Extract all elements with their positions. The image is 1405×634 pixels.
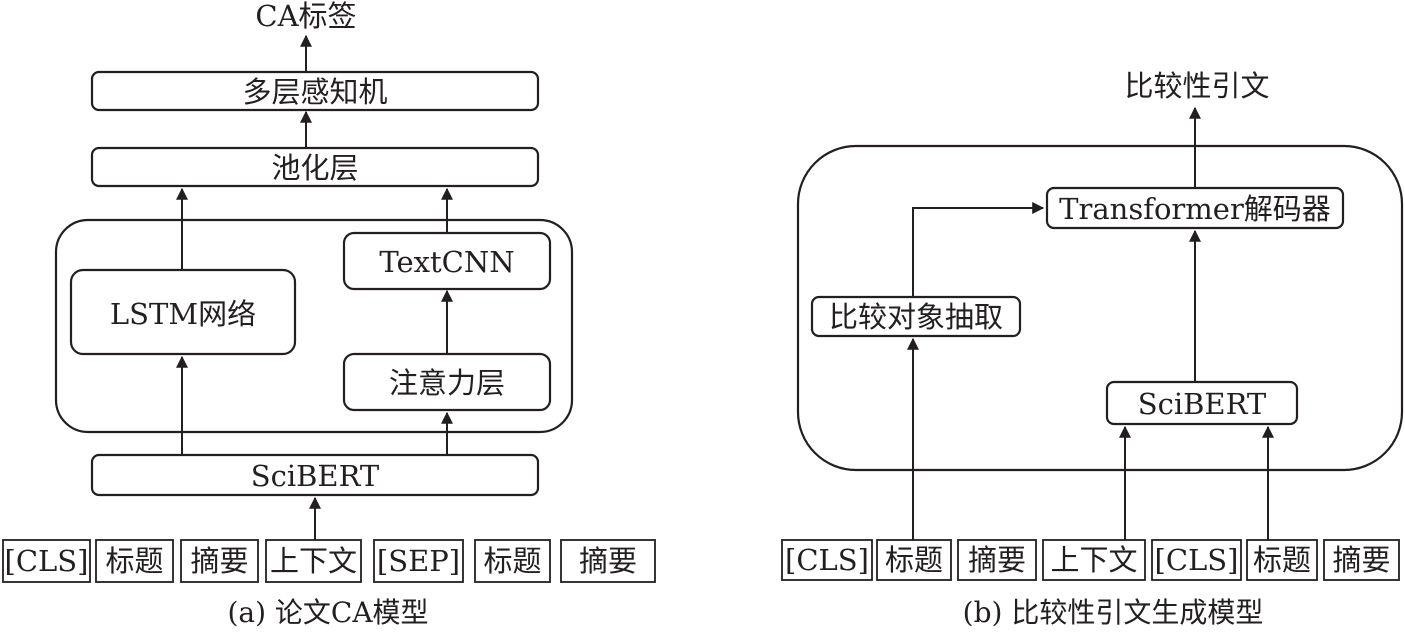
scibert-label-b: SciBERT [1138,387,1267,421]
token-box [2,539,91,583]
token-label: 摘要 [579,544,637,578]
token-box [373,539,464,583]
token-row-b: [CLS] 标题 摘要 上下文 [CLS] 标题 摘要 [781,539,1400,581]
token-box [560,539,656,583]
token-box [876,539,952,581]
token-label: 上下文 [270,544,357,578]
ca-label-output: CA标签 [255,0,356,33]
panel-b: 比较性引文 Transformer解码器 比较对象抽取 SciBERT [CLS… [781,69,1404,629]
lstm-box [69,268,297,356]
decoder-label: Transformer解码器 [1059,192,1331,226]
panel-a: CA标签 多层感知机 池化层 LSTM网络 TextCNN 注意力层 SciBE… [2,0,656,629]
encoder-frame [54,218,574,434]
token-label: 标题 [105,544,163,578]
lstm-label: LSTM网络 [110,297,256,331]
textcnn-label: TextCNN [379,245,514,279]
token-box [1151,539,1242,581]
token-label: 摘要 [1332,543,1390,577]
token-box [265,539,362,583]
token-box [180,539,259,583]
token-label: 上下文 [1050,543,1137,577]
token-box [1042,539,1146,581]
textcnn-box [342,231,552,291]
token-label: 摘要 [190,544,248,578]
token-label: [CLS] [1155,543,1239,577]
mlp-label: 多层感知机 [242,75,387,109]
token-box [1246,539,1318,581]
token-label: 标题 [1253,543,1311,577]
token-label: [CLS] [5,544,89,578]
generation-frame [796,144,1404,472]
token-box [95,539,174,583]
token-label: 标题 [483,544,541,578]
scibert-box-b [1105,380,1299,426]
token-label: 摘要 [968,543,1026,577]
attention-box [342,352,552,412]
token-box [474,539,551,583]
token-box [781,539,873,581]
token-label: [SEP] [377,544,460,578]
scibert-label-a: SciBERT [251,459,380,493]
token-box [1323,539,1400,581]
arrow-extraction-to-decoder [912,202,1045,297]
pooling-label: 池化层 [271,151,358,185]
pooling-box [90,146,540,188]
extraction-label: 比较对象抽取 [829,300,1003,334]
token-box [957,539,1037,581]
token-row-a: [CLS] 标题 摘要 上下文 [SEP] 标题 摘要 [2,539,656,583]
extraction-box [810,295,1022,338]
caption-b: (b) 比较性引文生成模型 [963,596,1264,629]
token-label: [CLS] [785,543,869,577]
attention-label: 注意力层 [389,366,505,400]
token-label: 标题 [885,543,943,577]
scibert-box-a [90,453,540,497]
caption-a: (a) 论文CA模型 [227,596,428,629]
decoder-box [1045,186,1345,230]
mlp-box [90,70,540,112]
comparative-citation-output: 比较性引文 [1124,69,1269,103]
